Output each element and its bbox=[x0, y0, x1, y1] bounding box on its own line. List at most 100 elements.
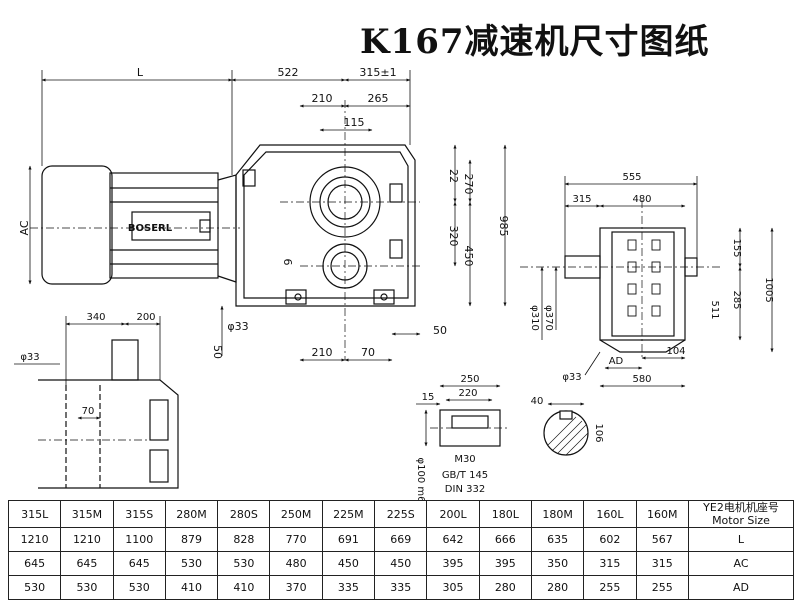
dim-70-foot: 70 bbox=[82, 406, 95, 417]
motor-fins bbox=[109, 172, 219, 279]
table-cell: 335 bbox=[321, 575, 376, 600]
table-cell: 645 bbox=[7, 551, 62, 576]
table-cell: 691 bbox=[321, 527, 376, 552]
dim-50-bottom: 50 bbox=[433, 324, 447, 337]
table-cell: 450 bbox=[374, 551, 428, 576]
dim-phi33-front: φ33 bbox=[227, 320, 248, 333]
table-cell: 567 bbox=[635, 527, 690, 552]
table-cell: 530 bbox=[60, 575, 114, 600]
table-cell: 530 bbox=[7, 575, 62, 600]
table-cell: 635 bbox=[530, 527, 585, 552]
table-cell: 305 bbox=[426, 575, 480, 600]
dim-315: 315±1 bbox=[359, 66, 396, 79]
table-cell: 395 bbox=[426, 551, 480, 576]
terminal-box bbox=[131, 211, 211, 241]
dim-phi100: φ100 m6 bbox=[415, 458, 426, 500]
dim-480: 480 bbox=[632, 194, 651, 205]
dim-265: 265 bbox=[368, 92, 389, 105]
table-cell: 315 bbox=[583, 551, 637, 576]
key-section bbox=[543, 410, 589, 456]
dim-220: 220 bbox=[458, 388, 477, 399]
dim-70-bottom: 70 bbox=[361, 346, 375, 359]
dim-L: L bbox=[137, 66, 144, 79]
dim-M30: M30 bbox=[454, 454, 475, 465]
column-header: 200L bbox=[426, 500, 480, 528]
dim-250: 250 bbox=[460, 374, 479, 385]
dim-22: 22 bbox=[447, 169, 460, 183]
column-header: 160M bbox=[635, 500, 690, 528]
table-cell: 770 bbox=[269, 527, 323, 552]
front-view bbox=[30, 100, 420, 360]
column-header: 250M bbox=[269, 500, 323, 528]
table-cell: 1210 bbox=[60, 527, 114, 552]
table-cell: 1100 bbox=[112, 527, 166, 552]
table-cell: 410 bbox=[164, 575, 219, 600]
foot-view bbox=[38, 339, 179, 489]
technical-drawing: L 522 315±1 210 265 115 AC 22 270 320 45… bbox=[14, 66, 774, 500]
header-en: Motor Size bbox=[712, 514, 770, 527]
dim-985: 985 bbox=[497, 216, 510, 237]
dim-450: 450 bbox=[462, 246, 475, 267]
dim-phi370: φ370 bbox=[543, 305, 554, 331]
dim-gb: GB/T 145 bbox=[442, 470, 488, 481]
table-cell: 642 bbox=[426, 527, 480, 552]
table-cell: 395 bbox=[478, 551, 532, 576]
dim-511: 511 bbox=[709, 300, 720, 319]
row-label: AC bbox=[688, 551, 794, 576]
dim-phi33-side: φ33 bbox=[562, 372, 581, 383]
dim-210-top: 210 bbox=[312, 92, 333, 105]
table-cell: 255 bbox=[635, 575, 690, 600]
dim-315-side: 315 bbox=[572, 194, 591, 205]
dim-522: 522 bbox=[278, 66, 299, 79]
dim-15: 15 bbox=[422, 392, 435, 403]
dim-270: 270 bbox=[462, 174, 475, 195]
dim-AD: AD bbox=[609, 356, 624, 367]
dim-phi33-foot: φ33 bbox=[20, 352, 39, 363]
dim-key: 106 bbox=[593, 423, 604, 442]
side-housing bbox=[599, 227, 686, 341]
column-header: 315M bbox=[60, 500, 114, 528]
table-cell: 530 bbox=[112, 575, 166, 600]
table-cell: 410 bbox=[217, 575, 271, 600]
dim-210-bottom: 210 bbox=[312, 346, 333, 359]
row-label: AD bbox=[688, 575, 794, 600]
dim-1005: 1005 bbox=[763, 277, 774, 302]
column-header: 225S bbox=[374, 500, 428, 528]
column-header: 225M bbox=[321, 500, 376, 528]
column-header: 180L bbox=[478, 500, 532, 528]
brand-label: BOSERL bbox=[128, 223, 173, 234]
table-cell: 370 bbox=[269, 575, 323, 600]
dim-din: DIN 332 bbox=[445, 484, 485, 495]
gearbox-housing bbox=[235, 144, 416, 307]
dim-340: 340 bbox=[86, 312, 105, 323]
dim-320: 320 bbox=[447, 226, 460, 247]
table-cell: 669 bbox=[374, 527, 428, 552]
dim-104: 104 bbox=[666, 346, 685, 357]
dim-phi310: φ310 bbox=[529, 305, 540, 331]
drawing-title: K167减速机尺寸图纸 bbox=[360, 22, 710, 62]
row-label: L bbox=[688, 527, 794, 552]
dim-AC: AC bbox=[18, 220, 31, 235]
motor-body bbox=[41, 165, 113, 285]
column-header: 280S bbox=[217, 500, 271, 528]
table-cell: 480 bbox=[269, 551, 323, 576]
shaft-detail bbox=[430, 409, 510, 447]
table-cell: 335 bbox=[374, 575, 428, 600]
table-cell: 350 bbox=[530, 551, 585, 576]
table-cell: 255 bbox=[583, 575, 637, 600]
table-cell: 315 bbox=[635, 551, 690, 576]
side-view bbox=[520, 200, 720, 360]
table-cell: 666 bbox=[478, 527, 532, 552]
dim-200: 200 bbox=[136, 312, 155, 323]
table-cell: 645 bbox=[112, 551, 166, 576]
table-cell: 530 bbox=[217, 551, 271, 576]
table-cell: 828 bbox=[217, 527, 271, 552]
table-cell: 879 bbox=[164, 527, 219, 552]
table-cell: 450 bbox=[321, 551, 376, 576]
dim-40: 40 bbox=[531, 396, 544, 407]
table-cell: 280 bbox=[478, 575, 532, 600]
